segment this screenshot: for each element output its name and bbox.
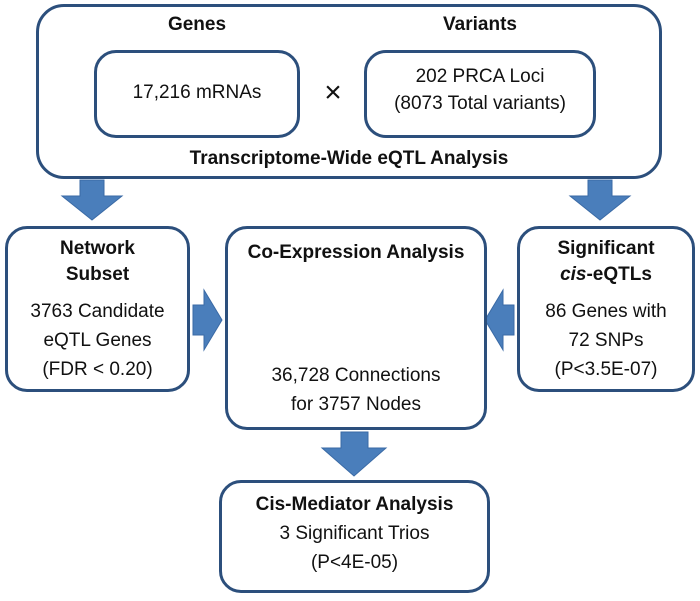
significant-title-line1: Significant [557, 238, 655, 259]
variants-line1: 202 PRCA Loci [415, 66, 545, 87]
genes-box [94, 50, 300, 138]
cis-mediator-box [219, 480, 490, 593]
left-arrow-to-coexpression [484, 288, 515, 352]
cis-mediator-line1: 3 Significant Trios [279, 523, 430, 544]
cis-mediator-title: Cis-Mediator Analysis [255, 494, 454, 515]
variants-line2: (8073 Total variants) [394, 93, 566, 114]
coexpression-line1: 36,728 Connections [271, 365, 441, 386]
variants-box [364, 50, 596, 138]
significant-title-suffix: -eQTLs [586, 264, 652, 285]
significant-line1: 86 Genes with [545, 301, 667, 322]
significant-title-italic: cis [560, 264, 587, 285]
network-title-line2: Subset [65, 264, 130, 285]
transcriptome-footer: Transcriptome-Wide eQTL Analysis [189, 148, 509, 169]
times-symbol: × [324, 76, 342, 109]
cis-mediator-line2: (P<4E-05) [310, 552, 399, 573]
down-arrow-left [60, 179, 124, 221]
network-line3: (FDR < 0.20) [42, 359, 153, 380]
variants-header: Variants [443, 14, 517, 35]
coexpression-title: Co-Expression Analysis [247, 242, 465, 263]
network-subset-box [5, 226, 190, 392]
down-arrow-to-cis-mediator [320, 431, 388, 477]
significant-eqtls-box [517, 226, 695, 392]
significant-title-line2: cis-eQTLs [517, 264, 695, 286]
down-arrow-right [568, 179, 632, 221]
coexpression-box [225, 226, 487, 430]
right-arrow-to-coexpression [192, 288, 223, 352]
genes-value: 17,216 mRNAs [132, 82, 262, 103]
coexpression-line2: for 3757 Nodes [291, 394, 421, 415]
network-line1: 3763 Candidate [30, 301, 165, 322]
significant-line2: 72 SNPs [568, 330, 644, 351]
significant-line3: (P<3.5E-07) [554, 359, 658, 380]
network-line2: eQTL Genes [43, 330, 152, 351]
network-title-line1: Network [60, 238, 135, 259]
genes-header: Genes [167, 14, 227, 35]
